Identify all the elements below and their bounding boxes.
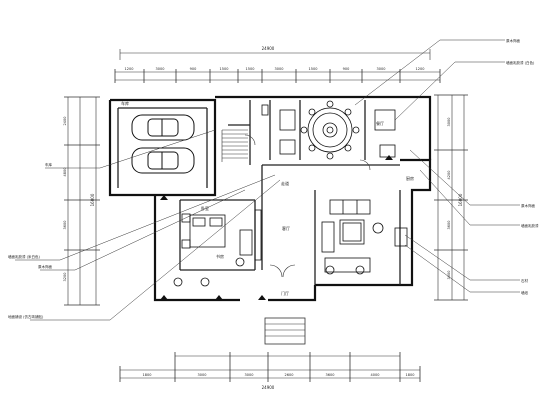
bottom-dim-1: 1800: [143, 373, 152, 377]
room-label-bedroom: 卧室: [201, 205, 209, 211]
left-dim-4: 3200: [63, 273, 67, 282]
top-dim-6: 3000: [275, 67, 284, 71]
top-overall-dimension: 24900: [262, 46, 275, 51]
room-label-kitchen: 厨房: [406, 175, 414, 181]
room-labels: 客厅 餐厅 书房 门厅 走道 厨房 车库 卧室: [121, 100, 414, 296]
stairs: [221, 129, 306, 345]
left-dim-1: 2400: [63, 117, 67, 126]
room-label-living: 客厅: [282, 225, 290, 231]
leader-lines: [15, 39, 520, 321]
room-label-corridor: 走道: [281, 180, 289, 186]
top-dim-5: 1500: [246, 67, 255, 71]
callout-left-2: 墙面乳胶漆 (米白色): [8, 254, 40, 259]
right-dim-2: 4200: [447, 171, 451, 180]
top-dim-8: 900: [343, 67, 350, 71]
callout-right-1: 原木饰面: [506, 38, 520, 43]
room-label-entry: 门厅: [281, 290, 289, 296]
top-dim-1: 1200: [125, 67, 134, 71]
callout-right-5: 石材: [521, 278, 529, 283]
callout-right-2: 墙面乳胶漆 (白色): [506, 60, 535, 65]
callout-right-4: 墙面乳胶漆: [521, 223, 539, 228]
top-dim-7: 1500: [309, 67, 318, 71]
top-dim-3: 900: [190, 67, 197, 71]
left-dimension-texts: 2400 4800 3600 3200 16000: [63, 117, 95, 282]
room-label-dining: 餐厅: [376, 120, 384, 126]
callout-left-1: 车库: [45, 162, 52, 167]
bed-icon: [181, 213, 226, 249]
car-icon: [131, 147, 195, 174]
dimension-lines: [67, 49, 465, 379]
car-icon: [131, 114, 195, 141]
room-label-study: 书房: [216, 253, 224, 259]
right-overall-dimension: 16000: [458, 193, 463, 206]
right-dim-3: 3600: [447, 221, 451, 230]
left-overall-dimension: 16000: [90, 193, 95, 206]
top-dimension-texts: 1200 3000 900 1500 1500 3000 1500 900 30…: [125, 67, 425, 71]
bottom-dim-7: 1800: [406, 373, 415, 377]
bottom-dim-6: 4000: [371, 373, 380, 377]
room-label-garage: 车库: [121, 100, 129, 106]
bottom-dimension-texts: 1800 3000 3000 2600 3600 4000 1800 24900: [143, 373, 415, 390]
right-dim-1: 3000: [447, 118, 451, 127]
bottom-overall-dimension: 24900: [262, 385, 275, 390]
bottom-dim-4: 2600: [285, 373, 294, 377]
right-dimension-texts: 3000 4200 3600 3000 16000: [447, 118, 463, 280]
top-dim-4: 1500: [220, 67, 229, 71]
callouts-right: 原木饰面 墙面乳胶漆 (白色) 原木饰面 墙面乳胶漆 石材 墙纸: [506, 38, 539, 295]
right-dim-4: 3000: [447, 271, 451, 280]
top-dim-10: 1200: [416, 67, 425, 71]
left-dim-3: 3600: [63, 221, 67, 230]
bottom-dim-2: 3000: [198, 373, 207, 377]
sofa-icon: [321, 199, 384, 275]
section-markers: [160, 155, 393, 300]
callout-left-3: 原木饰面: [38, 264, 52, 269]
dimension-ticks: [64, 69, 468, 382]
interior-walls: [117, 100, 401, 285]
callouts-left: 车库 墙面乳胶漆 (米白色) 原木饰面 地面铺设 (仿古砖铺贴): [8, 162, 52, 319]
callout-left-4: 地面铺设 (仿古砖铺贴): [8, 314, 44, 319]
bottom-dim-5: 3600: [326, 373, 335, 377]
callout-right-3: 原木饰面: [521, 203, 535, 208]
callout-right-6: 墙纸: [521, 290, 529, 295]
exterior-walls: [108, 95, 432, 302]
bottom-dim-3: 3000: [245, 373, 254, 377]
door-swings: [244, 134, 371, 278]
round-dining-table-icon: [300, 100, 360, 160]
top-dim-9: 3000: [377, 67, 386, 71]
left-dim-2: 4800: [63, 168, 67, 177]
top-dim-2: 3000: [156, 67, 165, 71]
